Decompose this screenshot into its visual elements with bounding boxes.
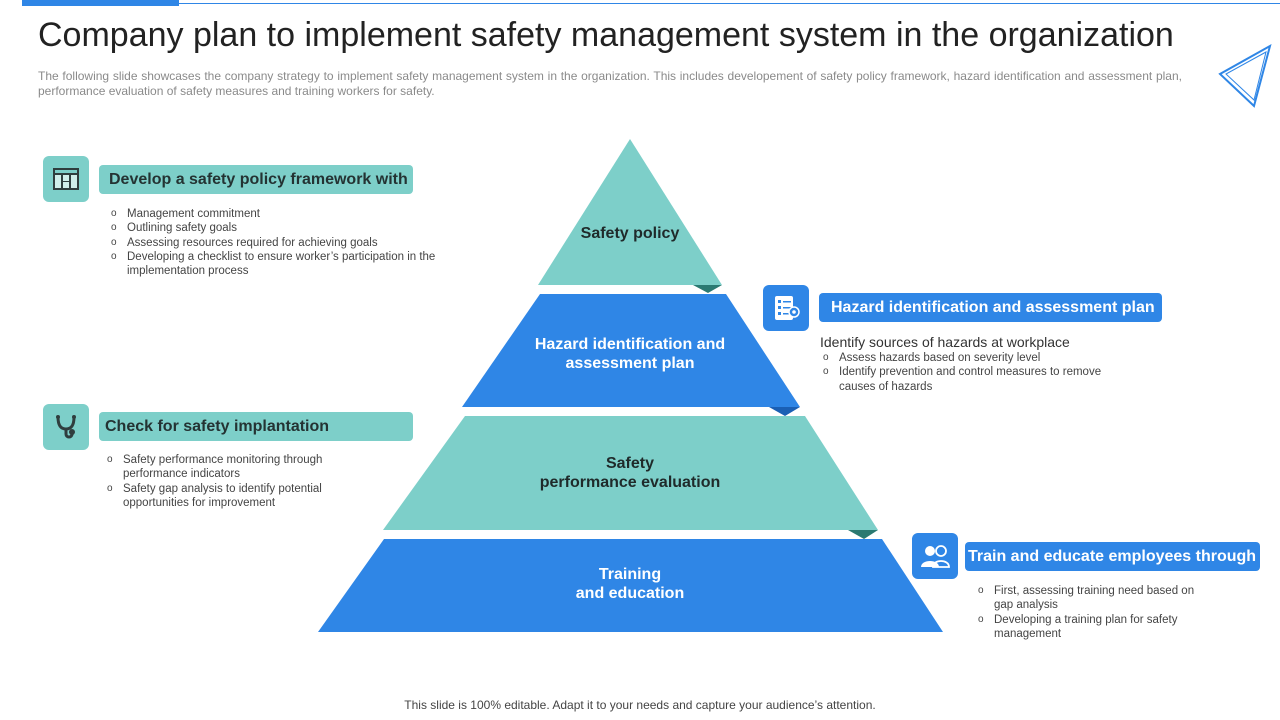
- footer-note: This slide is 100% editable. Adapt it to…: [404, 698, 876, 712]
- hazard-bullet-list: Assess hazards based on severity level I…: [822, 351, 1132, 394]
- pyramid-tier-3: [383, 416, 878, 530]
- tier-3-label: Safety performance evaluation: [539, 455, 721, 491]
- tier-1-label: Safety policy: [580, 225, 680, 242]
- page-title: Company plan to implement safety managem…: [38, 16, 1174, 54]
- tier-2-label: Hazard identification and assessment pla…: [534, 336, 726, 372]
- list-item: Management commitment: [110, 207, 460, 222]
- hazard-lead-text: Identify sources of hazards at workplace: [820, 334, 1070, 350]
- list-item: Developing a checklist to ensure worker’…: [110, 250, 460, 279]
- list-item: First, assessing training need based on …: [977, 584, 1207, 613]
- list-item: Safety gap analysis to identify potentia…: [106, 482, 366, 511]
- check-bullet-list: Safety performance monitoring through pe…: [106, 453, 366, 510]
- pyramid-tier-2-shadow: [769, 407, 800, 416]
- list-item: Developing a training plan for safety ma…: [977, 613, 1207, 642]
- pyramid-tier-2: [462, 294, 800, 407]
- policy-heading: Develop a safety policy framework with: [99, 165, 413, 194]
- top-accent-bar: [22, 0, 179, 6]
- hazard-heading: Hazard identification and assessment pla…: [819, 293, 1162, 322]
- tier-4-label: Training and education: [575, 566, 685, 602]
- checklist-icon: [763, 285, 809, 331]
- users-icon: [912, 533, 958, 579]
- training-heading: Train and educate employees through: [965, 542, 1260, 571]
- page-subtitle: The following slide showcases the compan…: [38, 69, 1182, 98]
- top-divider-line: [179, 3, 1280, 4]
- training-bullet-list: First, assessing training need based on …: [977, 584, 1207, 641]
- document-grid-icon: [43, 156, 89, 202]
- pyramid-tier-1-shadow: [693, 285, 722, 293]
- list-item: Safety performance monitoring through pe…: [106, 453, 366, 482]
- list-item: Outlining safety goals: [110, 221, 460, 236]
- pyramid-tier-1: [538, 139, 722, 285]
- list-item: Assess hazards based on severity level: [822, 351, 1132, 366]
- list-item: Assessing resources required for achievi…: [110, 236, 460, 251]
- pyramid-tier-3-shadow: [848, 530, 878, 539]
- stethoscope-icon: [43, 404, 89, 450]
- pyramid-tier-4: [318, 539, 943, 632]
- check-heading: Check for safety implantation: [99, 412, 413, 441]
- triangle-decoration-icon: [1218, 44, 1272, 108]
- list-item: Identify prevention and control measures…: [822, 365, 1132, 394]
- policy-bullet-list: Management commitment Outlining safety g…: [110, 207, 460, 278]
